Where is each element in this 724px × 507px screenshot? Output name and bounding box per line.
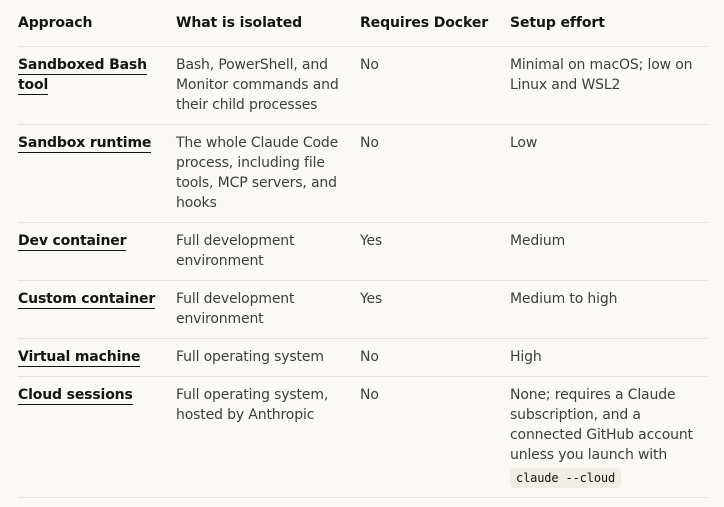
comparison-table-container: Approach What is isolated Requires Docke… bbox=[18, 0, 708, 498]
docker-cell: Yes bbox=[360, 233, 383, 249]
effort-cell: Medium bbox=[510, 233, 566, 249]
dev-container-link[interactable]: Dev container bbox=[18, 233, 127, 251]
isolated-cell: Bash, PowerShell, and Monitor commands a… bbox=[176, 57, 339, 113]
isolated-cell: Full development environment bbox=[176, 233, 295, 269]
sandboxed-bash-tool-link[interactable]: Sandboxed Bash tool bbox=[18, 57, 147, 95]
claude-cloud-command: claude --cloud bbox=[510, 468, 622, 488]
header-what-is-isolated: What is isolated bbox=[176, 0, 360, 47]
effort-text: None; requires a Claude subscription, an… bbox=[510, 387, 693, 463]
table-row-virtual-machine: Virtual machine Full operating system No… bbox=[18, 338, 708, 377]
isolation-approaches-table: Approach What is isolated Requires Docke… bbox=[18, 0, 708, 498]
effort-cell: Medium to high bbox=[510, 291, 618, 307]
cloud-sessions-link[interactable]: Cloud sessions bbox=[18, 387, 133, 405]
table-header-row: Approach What is isolated Requires Docke… bbox=[18, 0, 708, 47]
table-row-cloud-sessions: Cloud sessions Full operating system, ho… bbox=[18, 376, 708, 498]
custom-container-link[interactable]: Custom container bbox=[18, 291, 156, 309]
table-row-custom-container: Custom container Full development enviro… bbox=[18, 280, 708, 339]
isolated-cell: Full development environment bbox=[176, 291, 295, 327]
table-row-sandbox-runtime: Sandbox runtime The whole Claude Code pr… bbox=[18, 124, 708, 223]
effort-cell: High bbox=[510, 349, 542, 365]
header-setup-effort: Setup effort bbox=[510, 0, 708, 47]
isolated-cell: The whole Claude Code process, including… bbox=[176, 135, 339, 211]
header-approach: Approach bbox=[18, 0, 176, 47]
table-row-sandboxed-bash-tool: Sandboxed Bash tool Bash, PowerShell, an… bbox=[18, 46, 708, 125]
effort-cell: Low bbox=[510, 135, 538, 151]
isolated-cell: Full operating system bbox=[176, 349, 324, 365]
effort-cell: None; requires a Claude subscription, an… bbox=[510, 385, 708, 488]
table-row-dev-container: Dev container Full development environme… bbox=[18, 222, 708, 281]
docker-cell: No bbox=[360, 57, 379, 73]
docker-cell: Yes bbox=[360, 291, 383, 307]
docker-cell: No bbox=[360, 387, 379, 403]
docker-cell: No bbox=[360, 349, 379, 365]
isolated-cell: Full operating system, hosted by Anthrop… bbox=[176, 387, 329, 423]
header-requires-docker: Requires Docker bbox=[360, 0, 510, 47]
effort-cell: Minimal on macOS; low on Linux and WSL2 bbox=[510, 57, 693, 93]
sandbox-runtime-link[interactable]: Sandbox runtime bbox=[18, 135, 152, 153]
virtual-machine-link[interactable]: Virtual machine bbox=[18, 349, 141, 367]
docker-cell: No bbox=[360, 135, 379, 151]
